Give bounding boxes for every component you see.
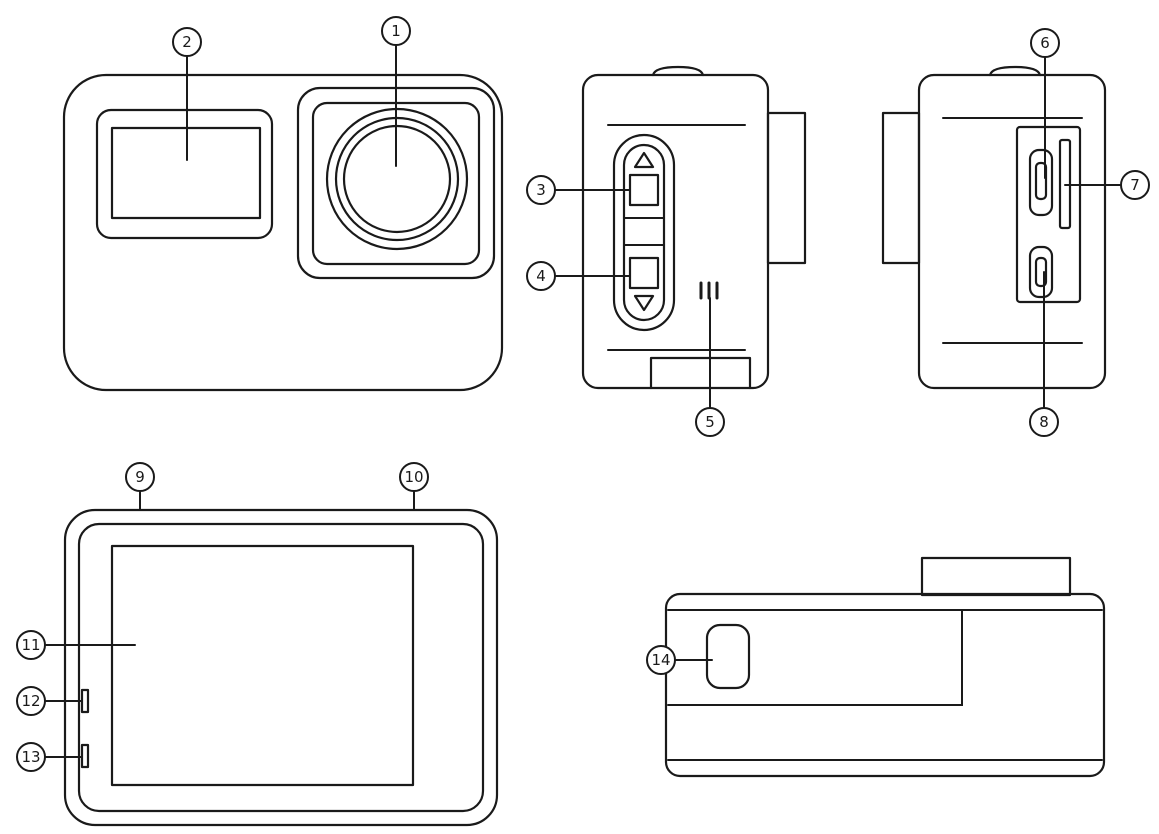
callout-14: 14 bbox=[646, 645, 676, 675]
front-body bbox=[62, 73, 504, 392]
left-lens-protrusion bbox=[766, 111, 807, 265]
svg-text:9: 9 bbox=[135, 468, 145, 486]
left-side-body bbox=[581, 73, 770, 390]
svg-text:5: 5 bbox=[705, 413, 715, 431]
touch-screen bbox=[110, 544, 415, 787]
usb-port-inner bbox=[1034, 161, 1048, 201]
up-button bbox=[628, 173, 660, 207]
svg-text:3: 3 bbox=[536, 181, 546, 199]
callout-13: 13 bbox=[16, 742, 46, 772]
svg-text:11: 11 bbox=[21, 636, 40, 654]
up-arrow-icon bbox=[633, 151, 655, 169]
svg-text:1: 1 bbox=[391, 22, 401, 40]
speaker-grille-icon bbox=[699, 281, 719, 300]
top-body bbox=[664, 592, 1106, 778]
left-top-button bbox=[651, 65, 705, 77]
svg-text:7: 7 bbox=[1130, 176, 1140, 194]
down-button bbox=[628, 256, 660, 290]
right-top-button bbox=[988, 65, 1042, 77]
callout-8: 8 bbox=[1029, 407, 1059, 437]
front-view bbox=[62, 45, 504, 392]
callout-10: 10 bbox=[399, 462, 429, 492]
front-screen-bezel bbox=[95, 108, 274, 240]
callout-1: 1 bbox=[381, 16, 411, 46]
back-body-inner bbox=[77, 522, 485, 813]
hdmi-port-outer bbox=[1028, 245, 1054, 299]
callout-4: 4 bbox=[526, 261, 556, 291]
callout-2: 2 bbox=[172, 27, 202, 57]
callout-6: 6 bbox=[1030, 28, 1060, 58]
svg-text:2: 2 bbox=[182, 33, 192, 51]
back-body bbox=[63, 508, 499, 827]
svg-text:14: 14 bbox=[651, 651, 670, 669]
right-lens-protrusion bbox=[881, 111, 921, 265]
callout-11: 11 bbox=[16, 630, 46, 660]
callout-12: 12 bbox=[16, 686, 46, 716]
down-arrow-icon bbox=[633, 294, 655, 312]
top-lens-protrusion bbox=[920, 556, 1072, 597]
right-side-view bbox=[881, 56, 1121, 409]
callout-3: 3 bbox=[526, 175, 556, 205]
svg-text:6: 6 bbox=[1040, 34, 1050, 52]
top-view bbox=[664, 556, 1106, 778]
callout-7: 7 bbox=[1120, 170, 1150, 200]
shutter-button bbox=[705, 623, 751, 690]
svg-text:4: 4 bbox=[536, 267, 546, 285]
up-down-button-inner bbox=[622, 143, 666, 322]
back-view bbox=[45, 490, 499, 827]
svg-text:12: 12 bbox=[21, 692, 40, 710]
svg-text:10: 10 bbox=[404, 468, 423, 486]
battery-door bbox=[649, 356, 752, 390]
callout-5: 5 bbox=[695, 407, 725, 437]
up-down-button-frame bbox=[612, 133, 676, 332]
svg-text:8: 8 bbox=[1039, 413, 1049, 431]
port-cover-frame bbox=[1015, 125, 1082, 304]
led-indicator-2 bbox=[80, 743, 90, 769]
left-side-view bbox=[555, 65, 807, 409]
callout-9: 9 bbox=[125, 462, 155, 492]
svg-text:13: 13 bbox=[21, 748, 40, 766]
usb-port-outer bbox=[1028, 148, 1054, 217]
right-side-body bbox=[917, 73, 1107, 390]
hdmi-port-inner bbox=[1034, 256, 1048, 288]
